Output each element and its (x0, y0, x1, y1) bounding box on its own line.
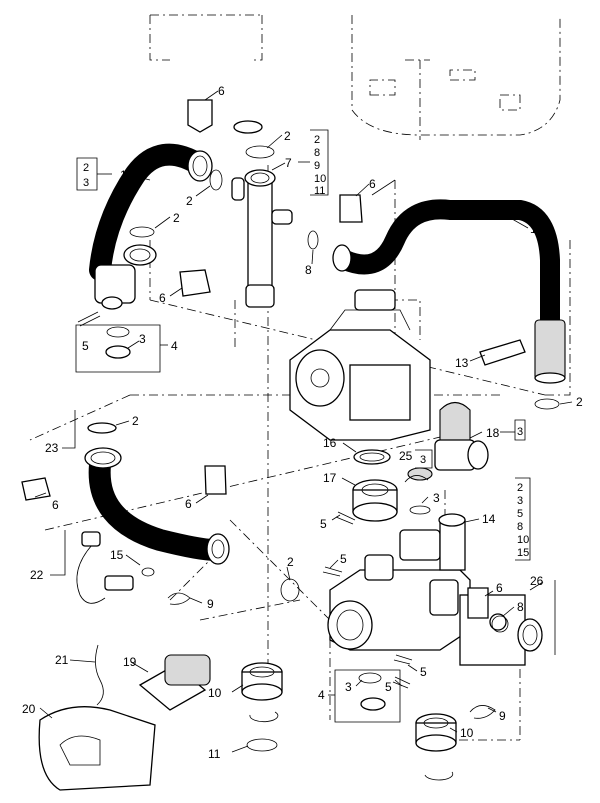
box-14-item: 3 (517, 495, 523, 507)
callout-3: 3 (433, 491, 440, 505)
box-14-item: 10 (517, 534, 529, 546)
callout-2: 2 (132, 414, 139, 428)
callout-1: 1 (120, 168, 127, 182)
box-7-item: 11 (314, 185, 325, 197)
part-18-valve (434, 401, 489, 471)
box-1-item: 2 (83, 162, 89, 174)
seal-and-nut-group (352, 449, 433, 522)
callout-11: 11 (208, 747, 221, 761)
callout-6: 6 (218, 84, 225, 98)
part-13-bracket (479, 339, 526, 366)
callout-5: 5 (420, 665, 427, 679)
box-7-item: 8 (314, 147, 320, 159)
o-rings (105, 145, 560, 711)
bracket-box-lists: 2 3 2 8 9 10 11 3 3 2 3 5 8 10 15 (83, 134, 529, 559)
part-12-pipe (332, 199, 566, 384)
callout-5: 5 (340, 552, 347, 566)
callout-15: 15 (110, 548, 124, 562)
callout-5: 5 (385, 680, 392, 694)
part-23-pipe (84, 422, 230, 565)
box-14-item: 5 (517, 508, 523, 520)
callout-18: 18 (486, 426, 500, 440)
callout-2: 2 (284, 129, 291, 143)
box-7-item: 2 (314, 134, 320, 146)
callout-6: 6 (496, 581, 503, 595)
box-1-item: 3 (83, 177, 89, 189)
callout-14: 14 (482, 512, 496, 526)
callout-8: 8 (305, 263, 312, 277)
pump-body (289, 289, 431, 441)
callout-6: 6 (159, 291, 166, 305)
callout-12: 12 (530, 222, 544, 236)
callout-10: 10 (208, 686, 222, 700)
part-7-tee-pipe (231, 120, 293, 308)
box-25-item: 3 (420, 454, 426, 466)
part-1-pipe (89, 143, 213, 310)
callout-5: 5 (82, 339, 89, 353)
callout-10: 10 (460, 726, 474, 740)
callout-22: 22 (30, 568, 44, 582)
sensor-cartridge-motor (38, 531, 211, 791)
box-7-item: 10 (314, 173, 326, 185)
callout-2: 2 (576, 395, 583, 409)
callout-25: 25 (399, 449, 413, 463)
box-18-item: 3 (517, 426, 523, 438)
box-14-item: 8 (517, 521, 523, 533)
nuts-and-circlips (241, 662, 457, 781)
callout-2: 2 (173, 211, 180, 225)
callout-21: 21 (55, 653, 69, 667)
hydraulic-manifold (327, 513, 543, 666)
callout-brackets (50, 129, 556, 723)
leader-lines (34, 90, 573, 753)
callout-4: 4 (318, 688, 325, 702)
appliance-outline (149, 14, 561, 140)
callout-3: 3 (139, 332, 146, 346)
callout-16: 16 (323, 436, 337, 450)
callout-9: 9 (499, 709, 506, 723)
callout-5: 5 (320, 517, 327, 531)
callout-20: 20 (22, 702, 36, 716)
callout-26: 26 (530, 574, 544, 588)
callout-2: 2 (186, 194, 193, 208)
callout-6: 6 (185, 497, 192, 511)
spring-clips (77, 311, 496, 719)
callout-3: 3 (345, 680, 352, 694)
callout-2: 2 (287, 555, 294, 569)
callout-9: 9 (207, 597, 214, 611)
callout-labels: 1 2 2 2 2 2 2 3 3 3 4 4 5 5 5 5 5 6 6 6 … (22, 84, 583, 761)
callout-4: 4 (171, 339, 178, 353)
box-7-item: 9 (314, 160, 320, 172)
callout-19: 19 (123, 655, 137, 669)
callout-6: 6 (52, 498, 59, 512)
callout-8: 8 (517, 600, 524, 614)
callout-13: 13 (455, 356, 469, 370)
box-14-item: 15 (517, 547, 529, 559)
clip-parts (21, 99, 489, 619)
callout-7: 7 (285, 156, 292, 170)
callout-23: 23 (45, 441, 59, 455)
callout-6: 6 (369, 177, 376, 191)
callout-17: 17 (323, 471, 337, 485)
box-14-item: 2 (517, 482, 523, 494)
